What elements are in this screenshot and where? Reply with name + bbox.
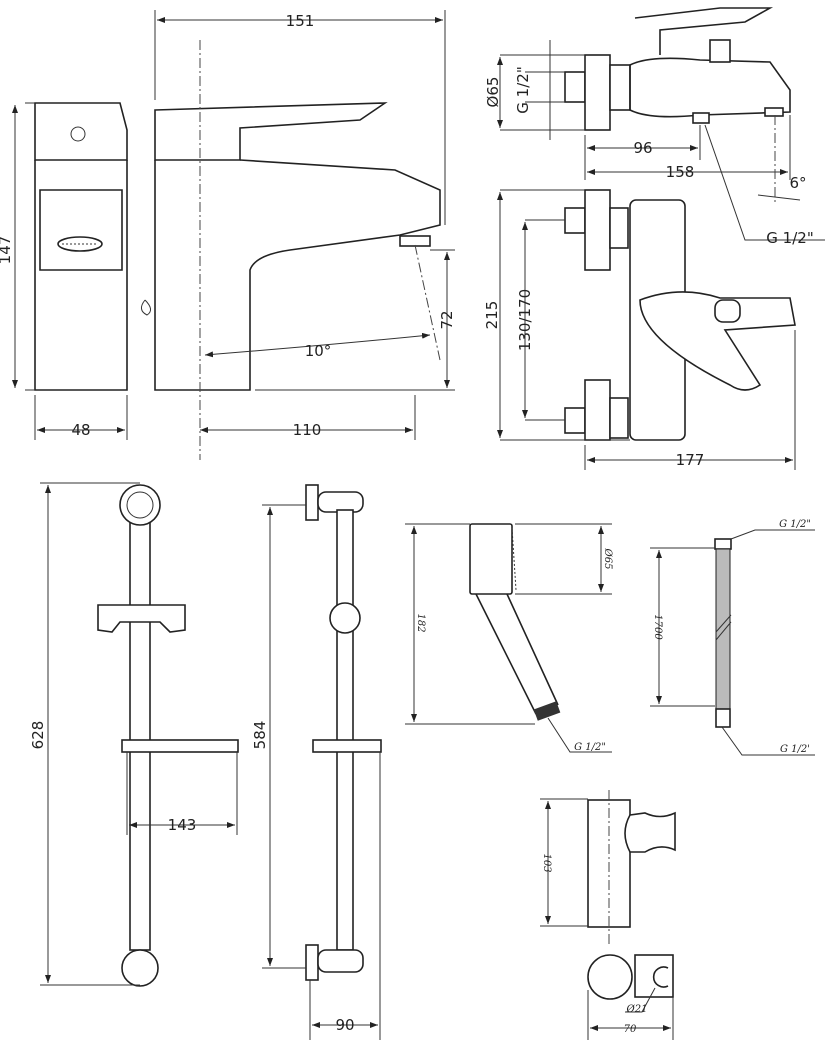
shower-head-diameter-label: Ø65 — [602, 548, 613, 570]
holder-height-103-label: 103 — [541, 853, 552, 872]
flange-diameter-label: Ø65 — [484, 77, 502, 108]
bath-mixer-front-view — [497, 189, 796, 470]
rail-depth-90-label: 90 — [335, 1016, 354, 1034]
height-215-label: 215 — [483, 301, 501, 330]
inlet-thread-label: G 1/2" — [514, 66, 532, 113]
outlet-thread-label: G 1/2" — [766, 229, 813, 247]
holder-bore-diameter-label: Ø21 — [626, 1004, 648, 1015]
wall-holder-view — [540, 790, 676, 1040]
depth-158-label: 158 — [666, 163, 695, 181]
total-width-151-label: 151 — [286, 12, 315, 30]
bath-mixer-top-view — [497, 7, 825, 241]
spout-reach-110-label: 110 — [293, 421, 322, 439]
slide-rail-side-view — [262, 484, 382, 1040]
slide-rail-front-view — [40, 482, 239, 987]
width-177-label: 177 — [676, 451, 705, 469]
shower-hose-view — [650, 529, 815, 756]
basin-mixer-front-view — [141, 10, 455, 460]
basin-mixer-side-view — [12, 102, 128, 440]
shower-length-182-label: 182 — [415, 613, 426, 632]
shower-thread-label: G 1/2" — [574, 742, 606, 753]
hose-top-thread-label: G 1/2" — [779, 519, 811, 530]
body-width-48-label: 48 — [71, 421, 90, 439]
hand-shower-view — [405, 523, 612, 753]
rail-length-628-label: 628 — [29, 721, 47, 750]
center-distance-label: 130/170 — [516, 289, 534, 351]
rail-length-584-label: 584 — [251, 721, 269, 750]
spout-angle-label: 10° — [305, 342, 332, 360]
spout-height-72-label: 72 — [438, 310, 456, 329]
hose-length-1700-label: 1700 — [652, 614, 663, 640]
hose-bottom-thread-label: G 1/2' — [780, 744, 810, 755]
outlet-angle-label: 6° — [789, 174, 806, 192]
depth-96-label: 96 — [633, 139, 652, 157]
soap-dish-width-143-label: 143 — [168, 816, 197, 834]
holder-width-70-label: 70 — [624, 1024, 637, 1035]
height-147-label: 147 — [0, 236, 14, 265]
